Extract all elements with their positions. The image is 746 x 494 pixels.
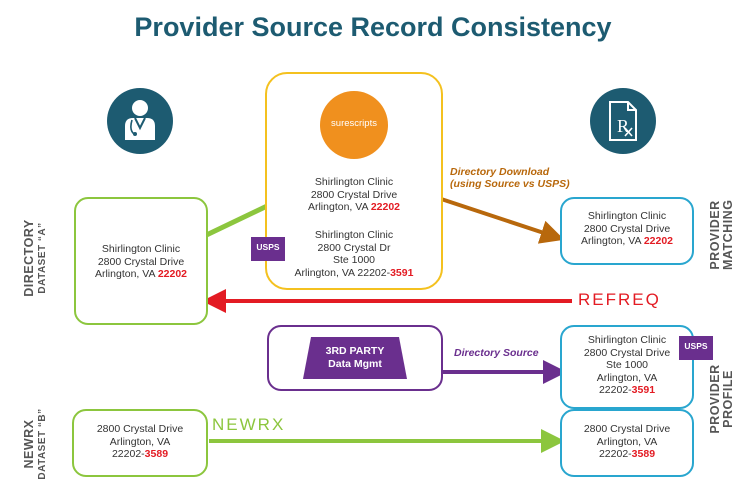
newrx-label-main: NEWRX — [22, 419, 36, 469]
surescripts-a-zip: 22202 — [370, 201, 401, 213]
profile-line5: 22202- — [598, 384, 632, 396]
profile-line1: Shirlington Clinic — [587, 334, 667, 346]
third-party-line1: 3RD PARTY — [325, 345, 385, 357]
surescripts-b-zip4: 3591 — [390, 266, 414, 279]
svg-text:R: R — [617, 116, 629, 136]
third-party-box: 3RD PARTY Data Mgmt — [267, 325, 443, 391]
surescripts-b-line2: 2800 Crystal Dr — [317, 241, 391, 254]
provider-matching-box: Shirlington Clinic 2800 Crystal Drive Ar… — [560, 197, 694, 265]
surescripts-a-line1: Shirlington Clinic — [314, 176, 394, 188]
directory-line1: Shirlington Clinic — [101, 243, 181, 255]
matching-line1: Shirlington Clinic — [587, 210, 667, 222]
surescripts-logo: surescripts — [320, 91, 388, 159]
directory-line2: 2800 Crystal Drive — [97, 255, 185, 268]
provider-matching-text: PROVIDER MATCHING — [708, 199, 735, 270]
newrx-right-line2: Arlington, VA — [596, 435, 658, 448]
usps-badge-profile: USPS — [679, 336, 713, 360]
newrx-profile-box: 2800 Crystal Drive Arlington, VA 22202-3… — [560, 409, 694, 477]
usps-badge-center: USPS — [251, 237, 285, 261]
provider-profile-text: PROVIDER PROFILE — [708, 364, 735, 434]
newrx-line2: Arlington, VA — [109, 435, 171, 448]
directory-download-line1: Directory Download — [450, 166, 550, 178]
profile-line4: Arlington, VA — [596, 371, 658, 384]
directory-label-main: DIRECTORY — [22, 219, 36, 297]
provider-profile-box: Shirlington Clinic 2800 Crystal Drive St… — [560, 325, 694, 409]
directory-zip: 22202 — [157, 268, 188, 280]
directory-record-box: Shirlington Clinic 2800 Crystal Drive Ar… — [74, 197, 208, 325]
newrx-label-sub: DATASET “B” — [37, 408, 48, 480]
surescripts-a-line2: 2800 Crystal Drive — [310, 188, 398, 201]
directory-download-line2: (using Source vs USPS) — [450, 178, 570, 190]
newrx-right-zip4: 3589 — [631, 448, 656, 460]
newrx-right-line3: 22202- — [598, 448, 632, 460]
provider-profile-label: PROVIDER PROFILE — [708, 349, 735, 449]
directory-label: DIRECTORY DATASET “A” — [22, 208, 49, 308]
directory-source-label: Directory Source — [454, 347, 539, 359]
surescripts-b-line1: Shirlington Clinic — [314, 229, 394, 241]
profile-line2: 2800 Crystal Drive — [583, 346, 671, 359]
newrx-line1: 2800 Crystal Drive — [96, 423, 184, 435]
surescripts-record-box: surescripts Shirlington Clinic 2800 Crys… — [265, 72, 443, 290]
prescription-icon: R — [590, 88, 656, 154]
directory-label-sub: DATASET “A” — [37, 222, 48, 294]
directory-line3: Arlington, VA — [94, 268, 158, 280]
surescripts-logo-text: surescripts — [331, 118, 377, 129]
newrx-line3: 22202- — [111, 448, 145, 460]
newrx-label: NEWRX DATASET “B” — [22, 394, 49, 494]
newrx-arrow-label: NEWRX — [212, 415, 286, 434]
newrx-record-box: 2800 Crystal Drive Arlington, VA 22202-3… — [72, 409, 208, 477]
page-title: Provider Source Record Consistency — [134, 12, 612, 42]
newrx-zip4: 3589 — [144, 448, 169, 460]
matching-line3: Arlington, VA — [580, 235, 644, 247]
doctor-icon — [107, 88, 173, 154]
matching-zip: 22202 — [643, 235, 674, 247]
surescripts-b-line4: Arlington, VA 22202- — [294, 266, 391, 279]
surescripts-a-line3: Arlington, VA — [307, 201, 371, 213]
third-party-badge: 3RD PARTY Data Mgmt — [303, 337, 407, 379]
surescripts-b-line3: Ste 1000 — [332, 254, 376, 266]
directory-download-label: Directory Download (using Source vs USPS… — [450, 166, 570, 190]
profile-zip4: 3591 — [631, 384, 656, 396]
refreq-label: REFREQ — [578, 290, 661, 309]
newrx-right-line1: 2800 Crystal Drive — [583, 423, 671, 435]
third-party-line2: Data Mgmt — [328, 358, 382, 370]
provider-matching-label: PROVIDER MATCHING — [708, 185, 735, 285]
profile-line3: Ste 1000 — [605, 359, 649, 371]
matching-line2: 2800 Crystal Drive — [583, 222, 671, 235]
